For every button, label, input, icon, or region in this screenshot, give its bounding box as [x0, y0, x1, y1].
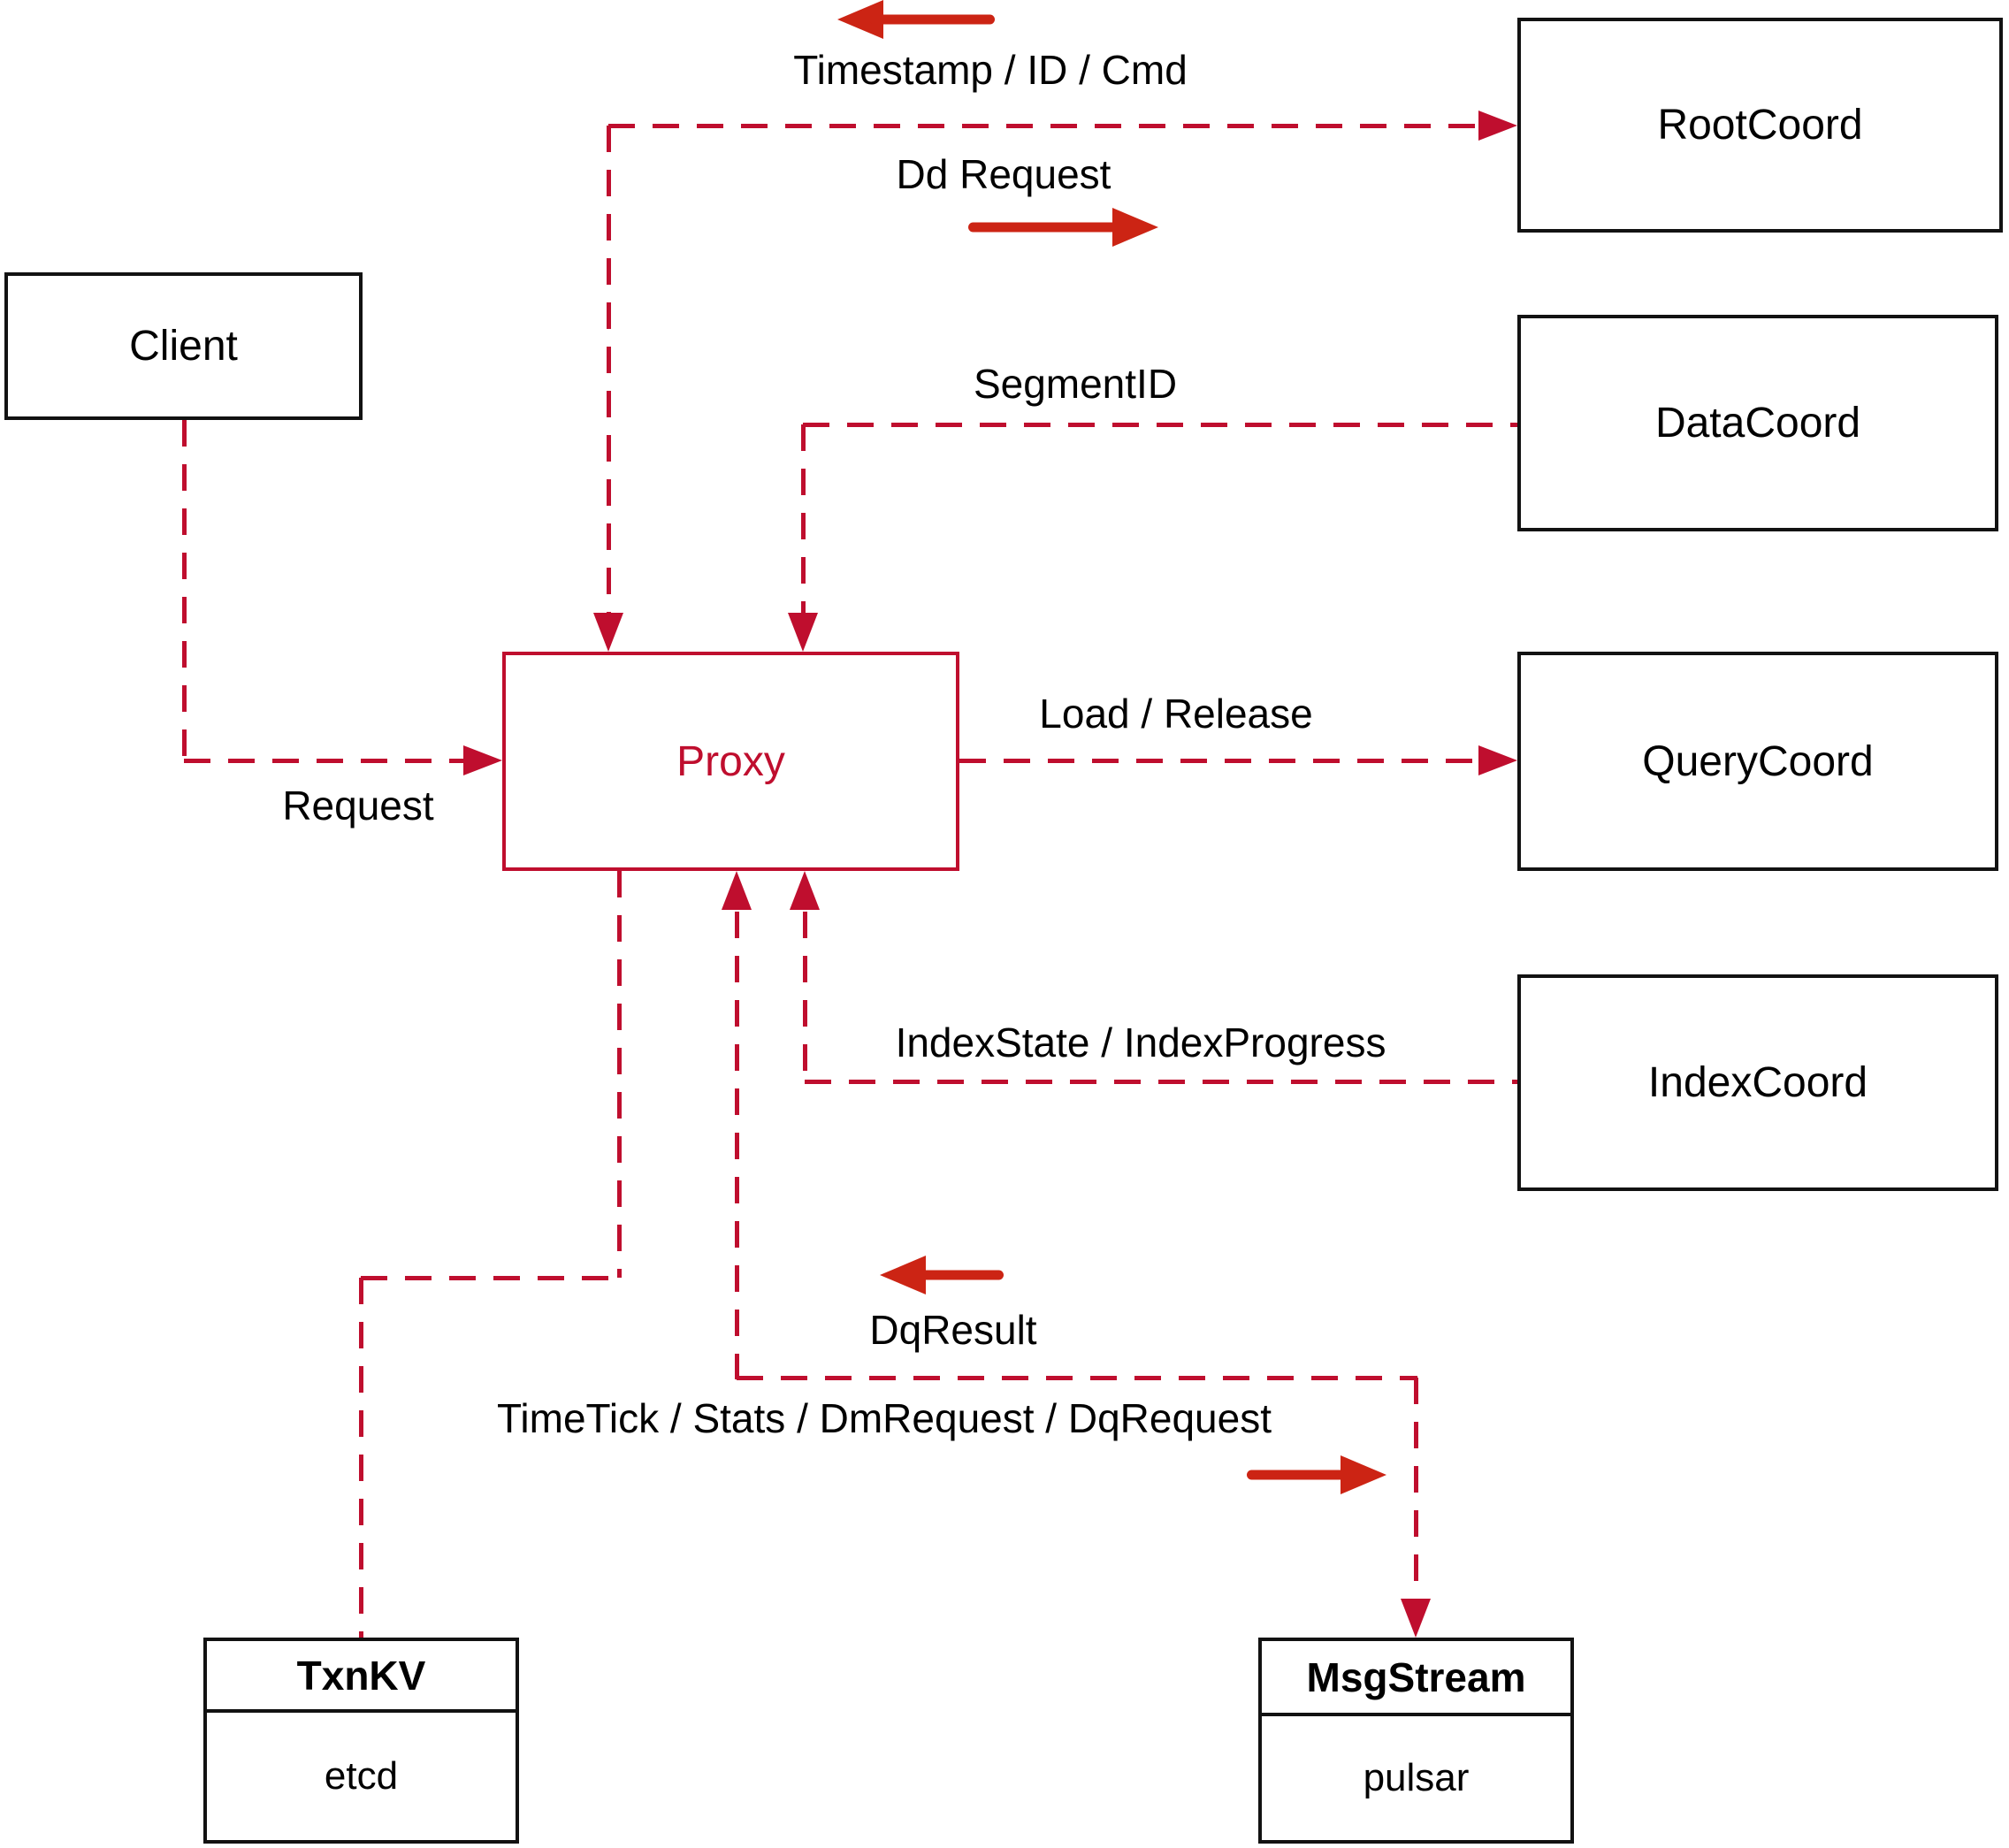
arrowhead-into-msgstream-icon — [1401, 1599, 1431, 1638]
node-proxy-label: Proxy — [676, 737, 785, 785]
edge-label-dqresult: DqResult — [869, 1307, 1037, 1353]
node-querycoord: QueryCoord — [1517, 652, 1998, 871]
edge-indexcoord-proxy-vertical — [803, 912, 807, 1081]
edge-label-segmentid: SegmentID — [973, 361, 1178, 407]
edge-client-proxy-horizontal — [184, 759, 463, 763]
edge-client-proxy-vertical — [182, 420, 187, 760]
arrow-shaft — [869, 14, 995, 25]
node-txnkv-title: TxnKV — [207, 1641, 516, 1713]
node-client: Client — [4, 272, 363, 420]
edge-proxy-querycoord-horizontal — [959, 759, 1478, 763]
arrowhead-into-proxy-bottom-left-icon — [722, 871, 752, 910]
node-msgstream-impl: pulsar — [1363, 1756, 1470, 1799]
edge-proxy-txnkv-horizontal — [361, 1276, 619, 1280]
edge-indexcoord-proxy-horizontal — [805, 1080, 1517, 1084]
arrowhead-into-proxy-left-icon — [463, 745, 502, 775]
node-querycoord-label: QueryCoord — [1642, 737, 1874, 785]
direction-arrow-right-timetick-icon — [1245, 1455, 1386, 1494]
node-rootcoord-label: RootCoord — [1657, 102, 1863, 149]
direction-arrow-right-ddrequest-icon — [966, 208, 1158, 247]
arrowhead-into-proxy-top-right-icon — [788, 613, 818, 652]
edge-datacoord-proxy-vertical — [801, 424, 806, 613]
node-indexcoord: IndexCoord — [1517, 974, 1998, 1191]
edge-label-indexstate-indexprogress: IndexState / IndexProgress — [895, 1019, 1386, 1065]
node-datacoord: DataCoord — [1517, 315, 1998, 531]
arrowhead-into-proxy-top-left-icon — [593, 613, 623, 652]
arrowhead-into-proxy-bottom-right-icon — [790, 871, 820, 910]
edge-label-timetick-stats: TimeTick / Stats / DmRequest / DqRequest — [497, 1395, 1272, 1441]
direction-arrow-left-dqresult-icon — [880, 1256, 1005, 1294]
node-msgstream-title: MsgStream — [1262, 1641, 1570, 1716]
node-datacoord-label: DataCoord — [1654, 400, 1861, 447]
edge-datacoord-proxy-horizontal — [803, 423, 1517, 427]
node-rootcoord: RootCoord — [1517, 18, 2003, 233]
node-indexcoord-label: IndexCoord — [1647, 1059, 1868, 1106]
node-txnkv: TxnKV etcd — [203, 1638, 519, 1844]
arrow-shaft — [1247, 1470, 1355, 1480]
edge-label-load-release: Load / Release — [1039, 691, 1313, 737]
node-txnkv-impl: etcd — [324, 1754, 399, 1798]
edge-proxy-txnkv-vertical-lower — [359, 1278, 363, 1638]
edge-proxy-msgstream-vertical-upper — [735, 912, 739, 1379]
edge-proxy-msgstream-horizontal — [737, 1376, 1417, 1380]
direction-arrow-left-timestamp-icon — [837, 0, 997, 39]
edge-proxy-txnkv-vertical-upper — [617, 871, 622, 1278]
arrow-shaft — [968, 222, 1127, 233]
arrowhead-into-rootcoord-icon — [1478, 111, 1517, 141]
edge-proxy-rootcoord-vertical — [607, 126, 611, 615]
edge-label-timestamp-id-cmd: Timestamp / ID / Cmd — [793, 47, 1188, 93]
edge-label-request: Request — [282, 783, 434, 829]
arrowhead-into-querycoord-icon — [1478, 745, 1517, 775]
node-proxy: Proxy — [502, 652, 959, 871]
edge-proxy-msgstream-vertical-lower — [1414, 1378, 1418, 1597]
edge-proxy-rootcoord-horizontal — [608, 124, 1478, 128]
edge-label-dd-request: Dd Request — [896, 151, 1111, 197]
arrow-shaft — [912, 1270, 1004, 1280]
node-msgstream: MsgStream pulsar — [1258, 1638, 1574, 1844]
node-client-label: Client — [129, 323, 238, 370]
